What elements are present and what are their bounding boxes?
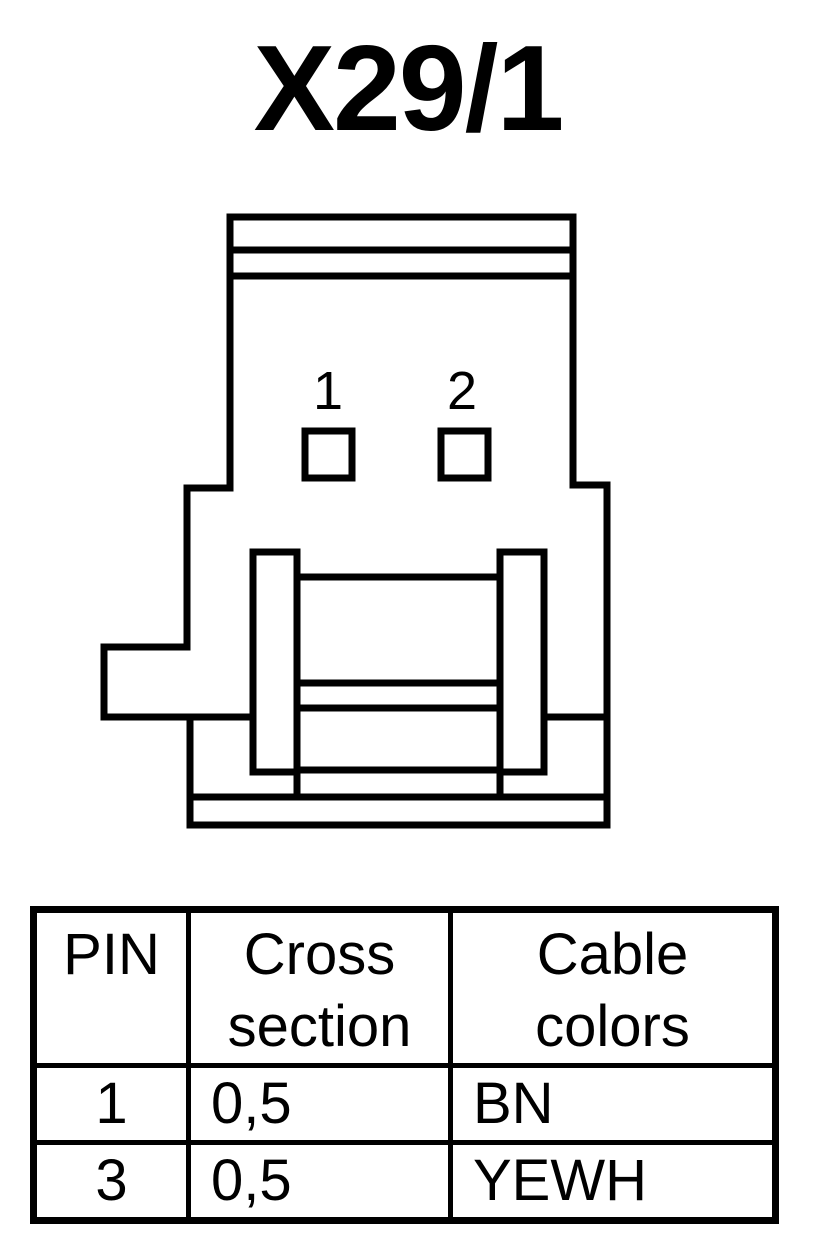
cable-color-cell: YEWH <box>448 1140 778 1223</box>
pin-cell: 3 <box>31 1140 191 1223</box>
header-cross-section-label: Cross section <box>227 922 412 1059</box>
pin-contact-1 <box>301 427 356 482</box>
cross-section-cell: 0,5 <box>186 1063 453 1145</box>
pin-label-2: 2 <box>447 361 477 421</box>
header-cable-colors: Cable colors <box>448 907 778 1068</box>
header-cable-colors-label: Cable colors <box>535 922 690 1059</box>
pin-contact-2 <box>437 427 492 482</box>
pin-label-1: 1 <box>313 361 343 421</box>
connector-housing-outline <box>100 213 611 829</box>
latch-left-bar <box>249 548 301 776</box>
table-row: 3 0,5 YEWH <box>31 1140 778 1223</box>
cable-color-cell: BN <box>448 1063 778 1145</box>
latch-right-bar <box>496 548 548 776</box>
pin-cell: 1 <box>31 1063 191 1145</box>
connector-drawing: 1 2 <box>100 213 611 829</box>
header-pin: PIN <box>31 907 191 1068</box>
header-pin-label: PIN <box>63 922 160 987</box>
table-header-row: PIN Cross section Cable colors <box>31 907 778 1068</box>
connector-title: X29/1 <box>253 20 565 156</box>
pin-assignment-table: PIN Cross section Cable colors 1 0,5 BN … <box>30 906 779 1224</box>
table-row: 1 0,5 BN <box>31 1063 778 1145</box>
header-cross-section: Cross section <box>186 907 453 1068</box>
cross-section-cell: 0,5 <box>186 1140 453 1223</box>
